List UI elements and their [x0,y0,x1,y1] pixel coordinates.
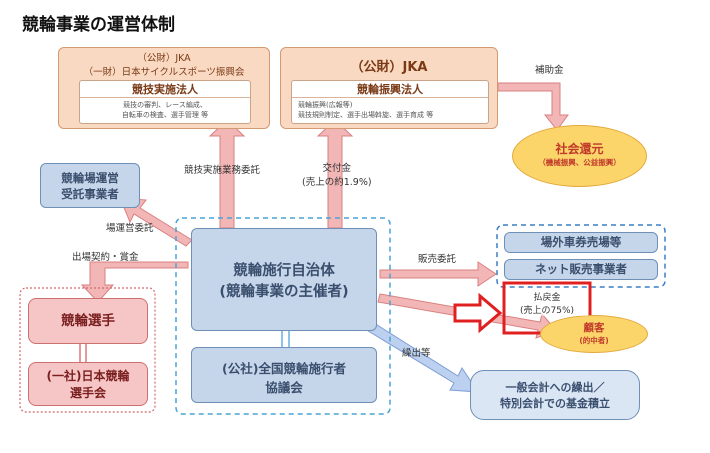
jka2-sub-desc1: 競輪振興(広報等) [298,101,353,109]
venue-outsource-label: 場運営委託 [106,223,154,234]
arrow-venue-outsource [119,197,193,247]
jka2-sub-title: 競輪振興法人 [292,81,488,98]
customer-sub: (的中者) [579,336,609,345]
outsource-race-label: 競技実施業務委託 [184,165,261,176]
jka1-sub-desc2: 自転車の検査、選手管理 等 [121,111,209,119]
main-body-line1: 競輪施行自治体 [233,263,335,279]
rider-assoc-box: (一社)日本競輪 選手会 [28,362,148,406]
council-line2: 協議会 [265,380,303,395]
transfer-label: 繰出等 [402,348,431,359]
net-sales-box: ネット販売事業者 [504,259,658,280]
customer-ellipse: 顧客 (的中者) [540,315,648,353]
payout-label: 払戻金 (売上の75%) [506,290,588,316]
venue-operator-line2: 受託事業者 [61,187,119,201]
council-line1: (公社)全国競輪施行者 [222,361,346,376]
arrow-contract [80,261,189,303]
rider-assoc-line2: 選手会 [69,386,106,400]
jka2-title: （公財）JKA [350,60,428,75]
venue-operator-box: 競輪場運営 受託事業者 [40,163,140,208]
jka2-sub-desc2: 競技規則制定、選手出場斡旋、選手育成 等 [298,111,434,119]
jka2-sub-box: 競輪振興法人 競輪振興(広報等) 競技規則制定、選手出場斡旋、選手育成 等 [291,80,489,124]
customer-title: 顧客 [583,322,605,334]
general-line2: 特別会計での基金積立 [500,397,610,410]
grant-label-line1: 交付金 [322,163,352,174]
sales-outsource-label: 販売委託 [418,254,457,265]
venue-operator-line1: 競輪場運営 [61,171,119,185]
subsidy-label: 補助金 [535,65,564,76]
arrow-transfer [359,317,479,393]
payout-line1: 払戻金 [533,293,561,303]
general-line1: 一般会計への繰出／ [505,381,605,394]
jka1-sub-desc1: 競技の審判、レース編成、 [123,101,207,109]
social-sub: （機械振興、公益振興） [538,158,621,167]
grant-label: 交付金 (売上の約1.9%) [302,160,372,188]
main-body-line2: (競輪事業の主催者) [219,284,349,300]
jka-box-2: （公財）JKA 競輪振興法人 競輪振興(広報等) 競技規則制定、選手出場斡旋、選… [280,47,498,129]
jka1-sub-title: 競技実施法人 [80,81,250,98]
highlight-arrow [453,292,503,334]
general-account-box: 一般会計への繰出／ 特別会計での基金積立 [470,370,640,420]
arrow-subsidy [497,82,569,131]
council-box: (公社)全国競輪施行者 協議会 [191,347,377,403]
jka1-line2: （一財）日本サイクルスポーツ振興会 [83,67,245,78]
main-body-box: 競輪施行自治体 (競輪事業の主催者) [191,228,377,331]
rider-assoc-line1: (一社)日本競輪 [46,369,130,383]
rider-box: 競輪選手 [28,298,148,344]
jka1-line1: （公財）JKA [137,53,191,64]
contract-label: 出場契約・賞金 [72,252,139,263]
page-title: 競輪事業の運営体制 [22,15,175,35]
arrow-sales [379,261,497,287]
grant-label-line2: (売上の約1.9%) [302,177,372,188]
social-title: 社会還元 [555,142,604,156]
payout-line2: (売上の75%) [519,306,575,316]
jka-box-1: （公財）JKA （一財）日本サイクルスポーツ振興会 競技実施法人 競技の審判、レ… [58,47,270,129]
social-return: 社会還元 （機械振興、公益振興） [512,125,647,187]
jka1-sub-box: 競技実施法人 競技の審判、レース編成、 自転車の検査、選手管理 等 [79,80,251,124]
offsite-box: 場外車券売場等 [504,232,658,253]
